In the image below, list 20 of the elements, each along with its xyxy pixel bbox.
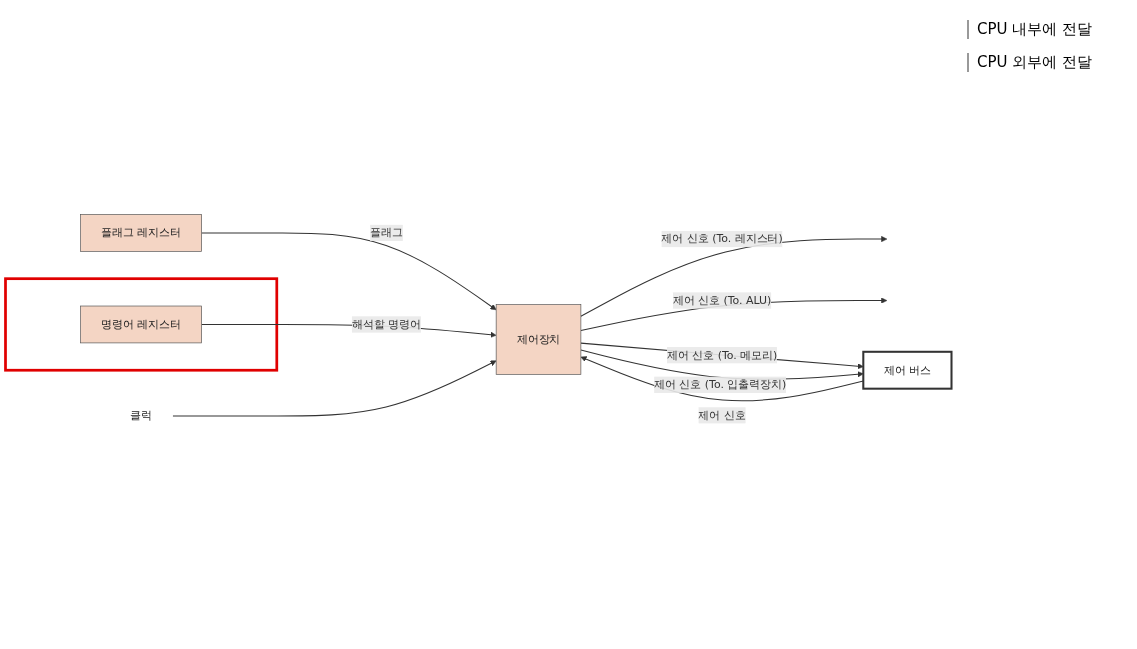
- bracket-note: CPU 외부에 전달: [967, 53, 1127, 72]
- node-box: 명령어 레지스터: [80, 305, 202, 344]
- edge-label: 제어 신호 (To. 메모리): [666, 348, 778, 362]
- edge-label: 제어 신호: [698, 408, 746, 422]
- arrow: [580, 342, 864, 370]
- edge-label: 제어 신호 (To. 레지스터): [661, 232, 783, 246]
- edge-label: 플래그: [370, 226, 403, 240]
- cluster: [4, 277, 279, 372]
- node-box: 제어장치: [495, 304, 582, 375]
- arrow: [172, 360, 497, 417]
- edge-label: 해석할 명령어: [351, 317, 422, 331]
- edge-label: 제어 신호 (To. ALU): [672, 293, 772, 307]
- arrow: [201, 232, 497, 311]
- arrow: [580, 236, 888, 317]
- edge-label: 제어 신호 (To. 입출력장치): [654, 378, 787, 391]
- arrow: [580, 356, 864, 402]
- node-box: 제어 버스: [862, 350, 953, 390]
- node-box: 플래그 레지스터: [80, 214, 202, 252]
- bracket-note: CPU 내부에 전달: [967, 20, 1127, 39]
- node-text: 클럭: [130, 409, 153, 423]
